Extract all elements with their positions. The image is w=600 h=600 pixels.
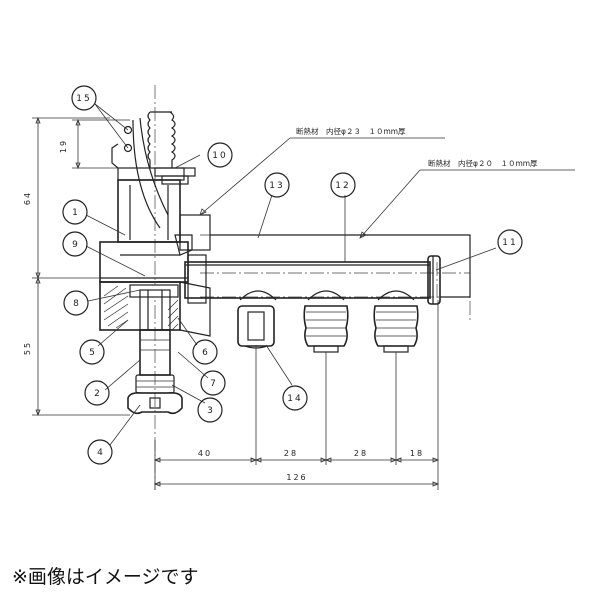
part-label-4: 4 xyxy=(97,448,103,458)
dim-55: 55 xyxy=(23,341,32,355)
dim-126: 126 xyxy=(286,473,307,482)
leader-lines xyxy=(85,103,575,446)
dimension-lines xyxy=(32,116,440,490)
part-label-11: 11 xyxy=(502,238,517,248)
part-label-12: 12 xyxy=(335,181,350,191)
dim-18: 18 xyxy=(410,449,424,458)
faucet-body xyxy=(99,111,211,415)
insulation-notes: 断熱材 内径φ２３ １０mm厚 断熱材 内径φ２０ １０mm厚 xyxy=(296,126,538,168)
part-label-3: 3 xyxy=(207,406,213,416)
outlets xyxy=(237,290,419,353)
part-label-5: 5 xyxy=(89,348,95,358)
part-label-6: 6 xyxy=(202,348,208,358)
part-label-13: 13 xyxy=(269,181,284,191)
part-labels: 15 10 1 9 8 5 6 7 2 3 4 14 11 12 13 xyxy=(72,94,517,458)
insulation-note-23: 断熱材 内径φ２３ １０mm厚 xyxy=(296,126,406,136)
dim-28-second: 28 xyxy=(354,449,368,458)
dimension-values: 19 64 55 40 28 28 18 126 xyxy=(23,139,424,482)
part-label-7: 7 xyxy=(210,379,216,389)
dim-40: 40 xyxy=(198,449,212,458)
dim-64: 64 xyxy=(23,191,32,205)
part-label-15: 15 xyxy=(76,94,91,104)
image-disclaimer-caption: ※画像はイメージです xyxy=(12,566,199,588)
part-label-1: 1 xyxy=(72,208,78,218)
part-label-circles xyxy=(62,85,523,465)
part-label-8: 8 xyxy=(73,299,79,309)
insulation-note-20: 断熱材 内径φ２０ １０mm厚 xyxy=(428,158,538,168)
part-label-2: 2 xyxy=(94,389,100,399)
part-label-9: 9 xyxy=(72,240,78,250)
manifold-pipe xyxy=(184,234,471,305)
center-lines xyxy=(154,85,471,490)
dim-28-first: 28 xyxy=(284,449,298,458)
dim-19: 19 xyxy=(59,139,68,153)
part-label-14: 14 xyxy=(287,394,302,404)
part-label-10: 10 xyxy=(212,151,227,161)
